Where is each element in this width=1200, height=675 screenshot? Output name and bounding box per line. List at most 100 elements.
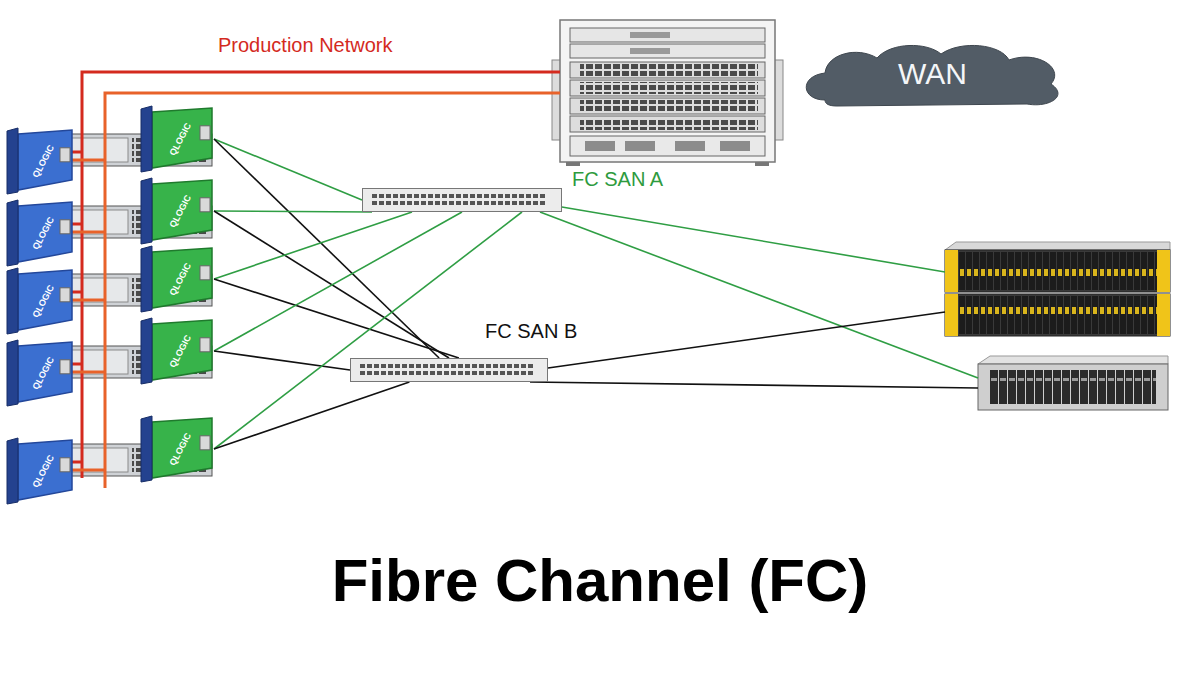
fan xyxy=(720,141,750,151)
module-port xyxy=(630,48,670,54)
switch-port xyxy=(505,201,510,205)
switch-port xyxy=(484,194,489,198)
switch-port xyxy=(456,194,461,198)
fan-tray xyxy=(570,136,765,156)
storage-array xyxy=(945,242,1170,336)
fc-link xyxy=(214,212,412,279)
array-top xyxy=(945,242,1170,250)
line-card xyxy=(570,80,765,96)
switch-port xyxy=(528,371,533,375)
switch-port xyxy=(388,364,393,368)
chassis-foot xyxy=(566,162,580,166)
switch-port xyxy=(472,364,477,368)
line-card xyxy=(570,116,765,132)
switch-port xyxy=(372,194,377,198)
storage-array xyxy=(978,356,1168,410)
switch-port xyxy=(435,194,440,198)
card-bracket xyxy=(141,106,152,172)
card-board xyxy=(152,108,212,168)
switch-port xyxy=(521,364,526,368)
switch-port xyxy=(477,194,482,198)
switch-port xyxy=(414,201,419,205)
end-cap xyxy=(1157,250,1170,292)
card-connector xyxy=(60,458,70,472)
line-card-ports xyxy=(580,64,758,76)
line-card xyxy=(570,62,765,78)
switch-port xyxy=(379,194,384,198)
switch-port xyxy=(395,371,400,375)
switch-port xyxy=(430,371,435,375)
switch-port xyxy=(463,201,468,205)
switch-port xyxy=(388,371,393,375)
card-bracket xyxy=(7,128,18,194)
chassis-ear xyxy=(552,60,562,140)
switch-port xyxy=(437,371,442,375)
fc-wire xyxy=(556,206,945,272)
switch-port xyxy=(367,364,372,368)
hba-card: QLOGIC xyxy=(4,268,74,334)
switch-port xyxy=(437,364,442,368)
switch-port xyxy=(423,364,428,368)
switch-chassis xyxy=(351,359,548,382)
fc-link xyxy=(214,212,462,351)
production-wire xyxy=(105,93,560,488)
core-switch xyxy=(552,20,783,166)
switch-port xyxy=(521,371,526,375)
end-cap xyxy=(945,250,958,292)
switch-port xyxy=(470,201,475,205)
fc-link xyxy=(214,211,372,212)
line-card xyxy=(570,98,765,114)
switch-port xyxy=(409,371,414,375)
fc-link xyxy=(214,212,522,449)
card-board xyxy=(18,270,72,330)
card-bracket xyxy=(7,200,18,266)
hba-card: QLOGIC xyxy=(4,340,74,406)
switch-port xyxy=(514,371,519,375)
switch-port xyxy=(451,364,456,368)
switch-port xyxy=(540,201,545,205)
storage-wiring xyxy=(530,206,978,388)
card-connector xyxy=(200,126,210,140)
switch-port xyxy=(386,201,391,205)
switch-port xyxy=(472,371,477,375)
fan xyxy=(625,141,655,151)
switch-port xyxy=(374,364,379,368)
switch-port xyxy=(381,364,386,368)
fc-link xyxy=(214,139,362,200)
chassis-ear xyxy=(773,60,783,140)
end-cap xyxy=(945,294,958,336)
fc-link xyxy=(214,382,409,449)
switch-port xyxy=(360,364,365,368)
switch-port xyxy=(395,364,400,368)
card-connector xyxy=(200,338,210,352)
switch-port xyxy=(416,364,421,368)
switch-port xyxy=(479,371,484,375)
switch-port xyxy=(381,371,386,375)
card-bracket xyxy=(141,318,152,384)
card-connector xyxy=(60,220,70,234)
switch-port xyxy=(500,364,505,368)
chassis xyxy=(560,20,775,162)
production-branch xyxy=(68,160,105,470)
switch-port xyxy=(407,201,412,205)
switch-port xyxy=(533,194,538,198)
card-connector xyxy=(200,436,210,450)
enclosure xyxy=(945,294,1170,336)
node-shape xyxy=(362,188,562,212)
production-wire xyxy=(82,72,560,478)
switch-port xyxy=(442,194,447,198)
hba-card: QLOGIC xyxy=(4,438,74,504)
switch-port xyxy=(498,201,503,205)
switch-port xyxy=(458,364,463,368)
card-connector xyxy=(60,148,70,162)
fc-link xyxy=(214,211,449,358)
module-port xyxy=(630,32,670,38)
switch-port xyxy=(393,194,398,198)
switch-port xyxy=(507,364,512,368)
fan xyxy=(675,141,705,151)
switch-port xyxy=(451,371,456,375)
drive-bays xyxy=(990,370,1156,404)
switch-port xyxy=(491,201,496,205)
switch-port xyxy=(386,194,391,198)
